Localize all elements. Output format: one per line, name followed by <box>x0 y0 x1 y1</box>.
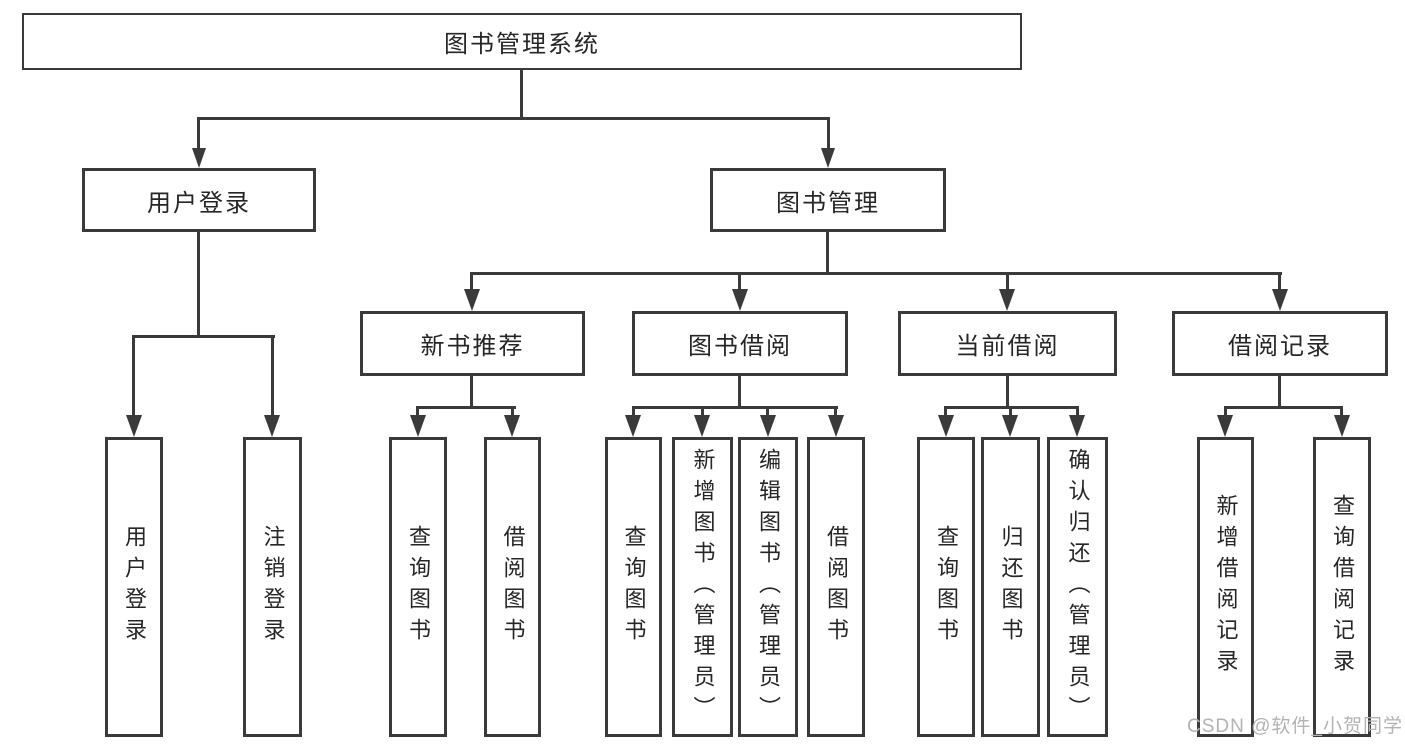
leaf-label: 查询图书 <box>621 525 647 649</box>
arrowhead-down <box>1334 415 1350 437</box>
leaf-label: 新增图书（管理员） <box>690 447 716 727</box>
arrowhead-down <box>264 415 280 437</box>
node-current-borrowing: 当前借阅 <box>898 311 1117 376</box>
node-new-book-recommendation: 新书推荐 <box>360 311 585 376</box>
leaf-label: 新增借阅记录 <box>1213 494 1239 680</box>
connector-line <box>738 275 741 291</box>
leaf-query-books: 查询图书 <box>917 437 975 737</box>
arrowhead-down <box>504 415 520 437</box>
node-label: 用户登录 <box>147 189 251 217</box>
leaf-label: 归还图书 <box>998 525 1024 649</box>
node-label: 图书管理系统 <box>444 31 600 58</box>
connector-line <box>827 119 830 150</box>
arrowhead-down <box>694 415 710 437</box>
connector-line <box>416 406 516 409</box>
leaf-label: 借阅图书 <box>824 525 849 649</box>
node-label: 图书借阅 <box>688 333 792 360</box>
connector-line <box>738 376 741 409</box>
node-borrowing-records: 借阅记录 <box>1172 311 1388 376</box>
connector-line <box>470 272 1282 275</box>
node-label: 借阅记录 <box>1228 333 1332 360</box>
node-book-borrowing: 图书借阅 <box>632 311 848 376</box>
connector-line <box>701 409 704 417</box>
leaf-confirm-return-admin: 确认归还（管理员） <box>1047 437 1108 737</box>
connector-line <box>271 338 274 417</box>
connector-line <box>1224 406 1343 409</box>
arrowhead-down <box>938 415 954 437</box>
arrowhead-down <box>999 289 1015 311</box>
leaf-label: 查询借阅记录 <box>1330 494 1355 680</box>
arrowhead-down <box>760 415 776 437</box>
connector-line <box>944 406 1079 409</box>
node-label: 当前借阅 <box>955 333 1060 360</box>
arrowhead-down <box>192 148 206 168</box>
connector-line <box>1278 376 1281 409</box>
connector-line <box>1009 409 1012 417</box>
leaf-return-books: 归还图书 <box>981 437 1040 737</box>
arrowhead-down <box>1217 415 1233 437</box>
connector-line <box>1006 275 1009 291</box>
connector-line <box>632 409 635 417</box>
connector-line <box>834 409 837 417</box>
connector-line <box>944 409 947 417</box>
leaf-label: 查询图书 <box>406 525 431 649</box>
node-label: 新书推荐 <box>420 333 525 360</box>
node-book-management: 图书管理 <box>710 168 946 232</box>
arrowhead-down <box>828 415 844 437</box>
leaf-label: 注销登录 <box>260 525 286 649</box>
connector-line <box>197 117 830 120</box>
leaf-label: 用户登录 <box>122 525 147 649</box>
leaf-add-borrow-record: 新增借阅记录 <box>1197 437 1254 737</box>
arrowhead-down <box>625 415 641 437</box>
node-library-management-system: 图书管理系统 <box>22 13 1022 70</box>
connector-line <box>1340 409 1343 417</box>
connector-line <box>766 409 769 417</box>
connector-line <box>632 406 838 409</box>
arrowhead-down <box>410 415 426 437</box>
connector-line <box>197 119 200 150</box>
connector-line <box>132 335 275 338</box>
connector-line <box>470 376 473 409</box>
leaf-label: 查询图书 <box>934 525 959 649</box>
node-user-login: 用户登录 <box>82 168 316 232</box>
leaf-label: 借阅图书 <box>500 525 526 649</box>
leaf-edit-book-admin: 编辑图书（管理员） <box>738 437 798 737</box>
connector-line <box>197 232 200 338</box>
leaf-label: 编辑图书（管理员） <box>756 447 781 727</box>
leaf-borrow-books: 借阅图书 <box>807 437 865 737</box>
leaf-query-borrow-record: 查询借阅记录 <box>1313 437 1371 737</box>
arrowhead-down <box>1002 415 1018 437</box>
arrowhead-down <box>126 415 142 437</box>
leaf-borrow-books: 借阅图书 <box>484 437 541 737</box>
leaf-query-books: 查询图书 <box>605 437 662 737</box>
connector-line <box>132 338 135 417</box>
arrowhead-down <box>1272 289 1288 311</box>
leaf-label: 确认归还（管理员） <box>1065 447 1091 727</box>
leaf-user-login: 用户登录 <box>105 437 163 737</box>
leaf-add-book-admin: 新增图书（管理员） <box>672 437 733 737</box>
arrowhead-down <box>732 289 748 311</box>
connector-line <box>1224 409 1227 417</box>
connector-line <box>511 409 514 417</box>
leaf-query-books: 查询图书 <box>389 437 447 737</box>
arrowhead-down <box>464 289 480 311</box>
connector-line <box>1076 409 1079 417</box>
connector-line <box>1006 376 1009 409</box>
connector-line <box>1278 275 1281 291</box>
arrowhead-down <box>821 148 835 168</box>
connector-line <box>520 70 523 119</box>
connector-line <box>826 232 829 275</box>
arrowhead-down <box>1069 415 1085 437</box>
node-label: 图书管理 <box>776 189 880 217</box>
watermark-text: CSDN @软件_小贺同学 <box>1187 716 1403 737</box>
connector-line <box>470 275 473 291</box>
connector-line <box>416 409 419 417</box>
leaf-logout: 注销登录 <box>243 437 302 737</box>
